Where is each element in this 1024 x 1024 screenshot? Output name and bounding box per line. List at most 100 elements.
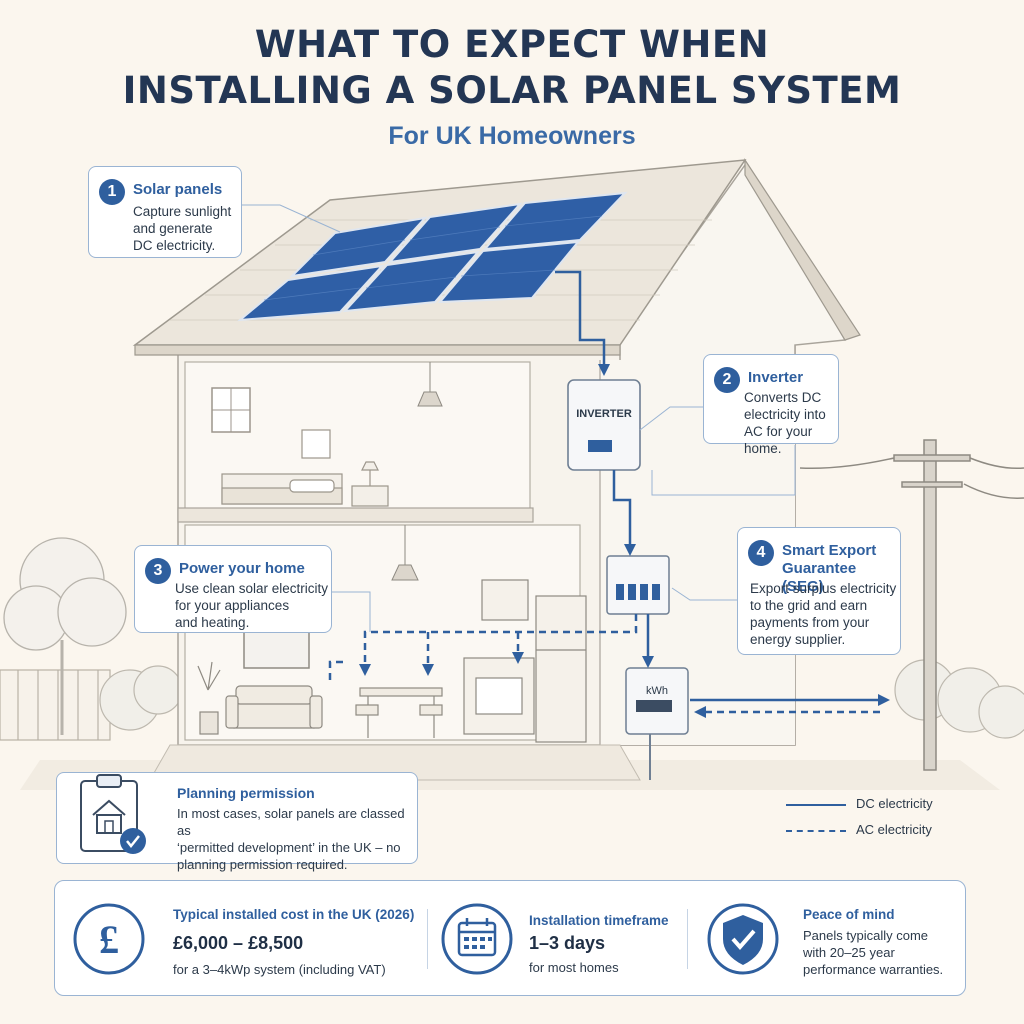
roof-edge — [134, 344, 621, 356]
facts-separator — [427, 909, 428, 969]
time-note: for most homes — [529, 960, 619, 975]
callout-body-line: and generate — [133, 221, 213, 236]
callout-title-line: Smart Export — [782, 542, 877, 559]
callout-body: Use clean solar electricity for your app… — [175, 580, 328, 631]
ac-arrow-2 — [422, 664, 434, 676]
ac-arrow-4 — [694, 706, 706, 718]
tree — [3, 537, 127, 735]
planning-title: Planning permission — [177, 785, 315, 801]
callout-number: 1 — [99, 179, 125, 205]
callout-seg: 4 Smart Export Guarantee (SEG) Export su… — [737, 527, 901, 655]
dining-table — [355, 687, 443, 738]
planning-body-line: ‘permitted development’ in the UK – no — [177, 840, 401, 855]
legend-dc-line — [786, 804, 846, 806]
callout-title: Power your home — [179, 560, 305, 577]
time-value: 1–3 days — [529, 933, 606, 953]
tv — [243, 629, 310, 669]
callout-body-line: Use clean solar electricity — [175, 581, 329, 596]
callout-number: 2 — [714, 367, 740, 393]
solar-panel-array — [236, 191, 628, 322]
callout-title: Inverter — [748, 369, 804, 386]
cost-value: £6,000 – £8,500 — [173, 933, 304, 953]
warranty-note-line: with 20–25 year — [803, 945, 895, 960]
warranty-note: Panels typically come with 20–25 year pe… — [803, 927, 943, 978]
house-illustration: INVERTER kWh — [0, 157, 1024, 790]
nightstand-lamp — [351, 461, 389, 507]
bed — [221, 473, 343, 505]
callout-solar-panels: 1 Solar panels Capture sunlight and gene… — [88, 166, 242, 258]
kitchen — [463, 579, 587, 743]
meter-label: kWh — [646, 685, 668, 697]
callout-inverter: 2 Inverter Converts DC electricity into … — [703, 354, 839, 456]
callout-body-line: electricity into — [744, 407, 826, 422]
warranty-title: Peace of mind — [803, 907, 895, 922]
roof-side — [744, 157, 861, 341]
callout-body-line: Capture sunlight — [133, 204, 232, 219]
legend-ac-label: AC electricity — [856, 822, 932, 837]
callout-body-line: Export surplus electricity — [750, 581, 897, 596]
callout-number: 3 — [145, 558, 171, 584]
legend-dc-label: DC electricity — [856, 796, 933, 811]
callout-title: Smart Export Guarantee (SEG) — [782, 542, 900, 596]
time-title: Installation timeframe — [529, 913, 669, 928]
title-line-1: WHAT TO EXPECT WHEN — [254, 23, 770, 66]
pound-icon: £ — [73, 903, 145, 975]
facts-separator — [687, 909, 688, 969]
page-title: WHAT TO EXPECT WHEN INSTALLING A SOLAR P… — [0, 22, 1024, 114]
fence — [0, 669, 111, 741]
cost-title: Typical installed cost in the UK (2026) — [173, 907, 415, 922]
bushes-left — [99, 665, 183, 731]
ac-arrow-3 — [512, 652, 524, 664]
callout-title-line: Guarantee (SEG) — [782, 560, 857, 595]
export-arrow — [878, 694, 890, 706]
callout-body: Converts DC electricity into AC for your… — [744, 389, 838, 457]
clipboard-house-icon — [80, 774, 146, 854]
wall-picture — [301, 429, 331, 459]
dc-arrow-3 — [642, 656, 654, 668]
bushes-right — [894, 659, 1024, 739]
planning-body: In most cases, solar panels are classed … — [177, 805, 417, 873]
patio — [149, 744, 641, 781]
callout-body-line: AC for your home. — [744, 424, 813, 456]
callout-body-line: Converts DC — [744, 390, 822, 405]
callout-title: Solar panels — [133, 181, 223, 198]
callout-body-line: and heating. — [175, 615, 250, 630]
facts-bar: £ Typical installed cost in the UK (2026… — [54, 880, 966, 996]
calendar-icon — [441, 903, 513, 975]
inverter-unit: INVERTER — [567, 379, 641, 471]
floor-slab — [177, 507, 534, 523]
plant — [197, 661, 221, 735]
planning-permission-card: Planning permission In most cases, solar… — [56, 772, 418, 872]
ceiling-lamp-upper — [417, 362, 443, 407]
title-line-2: INSTALLING A SOLAR PANEL SYSTEM — [122, 69, 902, 112]
warranty-note-line: Panels typically come — [803, 928, 928, 943]
planning-body-line: planning permission required. — [177, 857, 348, 872]
kwh-meter: kWh — [625, 667, 689, 780]
callout-body-line: for your appliances — [175, 598, 290, 613]
callout-body-line: energy supplier. — [750, 632, 846, 647]
callout-number: 4 — [748, 540, 774, 566]
planning-body-line: In most cases, solar panels are classed … — [177, 806, 405, 838]
utility-pole — [799, 439, 1024, 771]
ceiling-lamp-lower — [391, 525, 419, 581]
dc-arrow-1 — [598, 364, 610, 376]
ac-arrow-1 — [359, 664, 371, 676]
cost-note: for a 3–4kWp system (including VAT) — [173, 962, 386, 977]
callout-body-line: to the grid and earn — [750, 598, 868, 613]
pound-glyph: £ — [99, 917, 119, 962]
inverter-label: INVERTER — [576, 408, 632, 420]
callout-body: Export surplus electricity to the grid a… — [750, 580, 896, 648]
consumer-unit — [606, 555, 670, 615]
dc-arrow-2 — [624, 544, 636, 556]
warranty-note-line: performance warranties. — [803, 962, 944, 977]
page-subtitle: For UK Homeowners — [388, 122, 636, 150]
sofa — [225, 685, 323, 729]
dc-wiring — [555, 270, 650, 662]
callout-body: Capture sunlight and generate DC electri… — [133, 203, 231, 254]
callout-power-home: 3 Power your home Use clean solar electr… — [134, 545, 332, 633]
shield-check-icon — [707, 903, 779, 975]
callout-body-line: DC electricity. — [133, 238, 216, 253]
callout-body-line: payments from your — [750, 615, 870, 630]
legend-ac-line — [786, 830, 846, 832]
ac-wiring — [328, 614, 880, 714]
